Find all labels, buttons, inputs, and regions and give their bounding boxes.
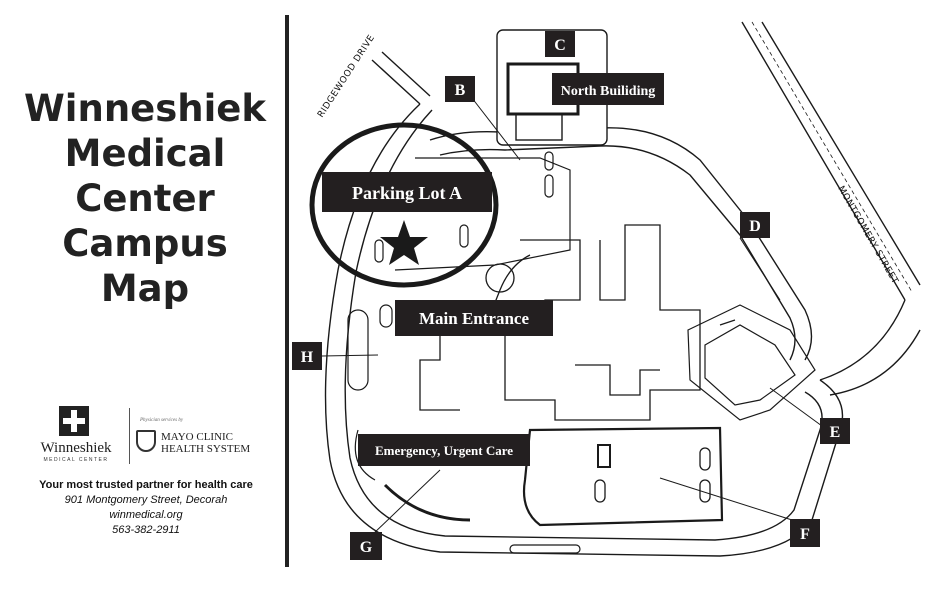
label-h[interactable]: H	[292, 342, 322, 370]
parking-lot-a-highlight	[309, 122, 499, 288]
winneshiek-logo-subtitle: MEDICAL CENTER	[43, 457, 109, 463]
page-title: Winneshiek Medical Center Campus Map	[10, 86, 280, 311]
title-line-1: Winneshiek	[23, 87, 267, 130]
label-c-text: C	[554, 37, 566, 54]
label-north-building[interactable]: North Builiding	[552, 73, 664, 105]
label-f-text: F	[800, 526, 810, 543]
montgomery-street-road	[741, 21, 906, 301]
panel-divider	[285, 15, 289, 567]
label-g[interactable]: G	[350, 532, 382, 560]
label-b-text: B	[455, 82, 466, 99]
parking-lot-a-area	[374, 151, 571, 271]
label-g-text: G	[360, 539, 373, 556]
label-b[interactable]: B	[445, 76, 475, 102]
building-f-outline	[522, 426, 724, 527]
contact-block: Your most trusted partner for health car…	[10, 478, 282, 538]
website-link[interactable]: winmedical.org	[109, 509, 183, 521]
label-c[interactable]: C	[545, 31, 575, 57]
address: 901 Montgomery Street, Decorah	[64, 494, 228, 506]
logo-divider	[129, 408, 130, 464]
label-f[interactable]: F	[790, 519, 820, 547]
north-building-text: North Builiding	[561, 84, 656, 99]
winneshiek-logo-name: Winneshiek	[40, 440, 112, 456]
main-entrance-text: Main Entrance	[419, 309, 529, 328]
emergency-text: Emergency, Urgent Care	[375, 443, 513, 458]
phone-number[interactable]: 563-382-2911	[112, 524, 180, 536]
label-main-entrance[interactable]: Main Entrance	[395, 300, 553, 336]
ridgewood-drive-road	[371, 59, 421, 105]
label-h-text: H	[301, 349, 314, 366]
you-are-here-star-icon	[380, 220, 428, 265]
winneshiek-logo: Winneshiek MEDICAL CENTER	[26, 404, 126, 468]
label-parking-lot-a[interactable]: Parking Lot A	[322, 172, 492, 212]
mayo-name-line-2: HEALTH SYSTEM	[161, 443, 251, 455]
parking-lot-a-text: Parking Lot A	[352, 183, 462, 203]
label-d-text: D	[749, 218, 761, 235]
building-e-outline	[687, 304, 816, 421]
left-panel: Winneshiek Medical Center Campus Map Win…	[0, 0, 285, 590]
mayo-name-line-1: MAYO CLINIC	[161, 431, 234, 443]
title-line-2: Medical	[64, 132, 226, 175]
title-line-4: Campus	[62, 222, 228, 265]
label-emergency[interactable]: Emergency, Urgent Care	[358, 434, 530, 466]
label-e-text: E	[830, 424, 841, 441]
label-d[interactable]: D	[740, 212, 770, 238]
tagline: Your most trusted partner for health car…	[39, 479, 253, 491]
logo-row: Winneshiek MEDICAL CENTER Physician serv…	[26, 404, 266, 468]
mayo-clinic-logo: Physician services by MAYO CLINIC HEALTH…	[136, 418, 266, 464]
mayo-shield-icon	[136, 430, 156, 452]
title-line-5: Map	[100, 267, 190, 310]
ridgewood-drive-label: RIDGEWOOD DRIVE	[316, 33, 377, 119]
leader-lines	[321, 97, 823, 536]
campus-map: RIDGEWOOD DRIVE MONTGOMERY STREET B C No…	[292, 21, 921, 560]
mayo-services-text: Physician services by	[140, 418, 184, 423]
title-line-3: Center	[75, 177, 215, 220]
label-e[interactable]: E	[820, 418, 850, 444]
medical-cross-icon	[59, 406, 89, 436]
parking-h-area	[347, 304, 581, 554]
